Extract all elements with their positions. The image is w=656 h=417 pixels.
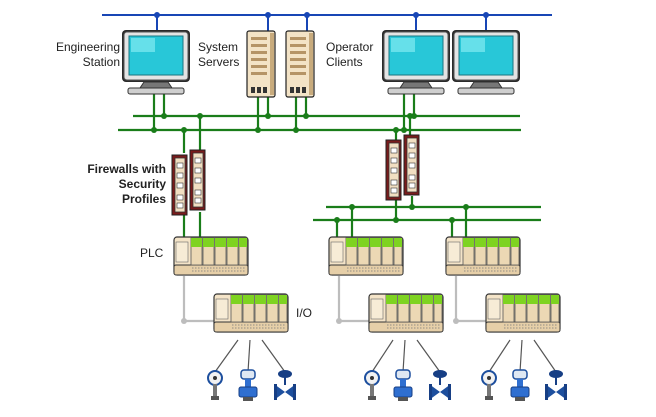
operator-client-icon <box>381 29 451 95</box>
io-module-icon <box>368 293 444 333</box>
control-bus-junctions <box>151 113 469 223</box>
pressure-transmitter-icon <box>481 370 497 401</box>
flowmeter-icon <box>393 369 413 402</box>
plc-rack-icon <box>173 236 249 276</box>
plc-rack-icon <box>328 236 404 276</box>
firewall-icon <box>171 149 206 216</box>
control-valve-icon <box>545 370 567 400</box>
pressure-transmitter-icon <box>364 370 380 401</box>
io-module-icon <box>485 293 561 333</box>
system-servers-label-line2: Servers <box>198 55 240 69</box>
firewalls-label-line2: Security <box>118 177 166 191</box>
engineering-station-icon <box>121 29 191 95</box>
plc-rack-icon <box>445 236 521 276</box>
engineering-station-label: Engineering Station <box>36 40 120 70</box>
system-servers-label-line1: System <box>198 40 239 54</box>
operator-client-icon <box>451 29 521 95</box>
pressure-transmitter-icon <box>207 370 223 401</box>
flowmeter-icon <box>510 369 530 402</box>
operator-clients-label-line1: Operator <box>326 40 374 54</box>
system-server-icon <box>285 30 315 98</box>
control-valve-icon <box>274 370 296 400</box>
system-servers-label: System Servers <box>198 40 239 70</box>
field-wiring <box>214 339 557 373</box>
firewalls-label-line3: Profiles <box>121 192 166 206</box>
firewall-icon <box>385 134 420 201</box>
io-module-icon <box>213 293 289 333</box>
flowmeter-icon <box>238 369 258 402</box>
operator-clients-label-line2: Clients <box>326 55 363 69</box>
system-server-icon <box>246 30 276 98</box>
plc-label: PLC <box>140 246 164 260</box>
firewalls-label: Firewalls with Security Profiles <box>60 162 166 207</box>
engineering-station-label-line2: Station <box>82 55 120 69</box>
firewalls-label-line1: Firewalls with <box>87 162 166 176</box>
engineering-station-label-line1: Engineering <box>55 40 120 54</box>
operator-clients-label: Operator Clients <box>326 40 373 70</box>
io-label: I/O <box>296 306 313 320</box>
io-link-dots <box>181 318 459 324</box>
control-valve-icon <box>429 370 451 400</box>
ethernet-bus <box>102 12 552 35</box>
